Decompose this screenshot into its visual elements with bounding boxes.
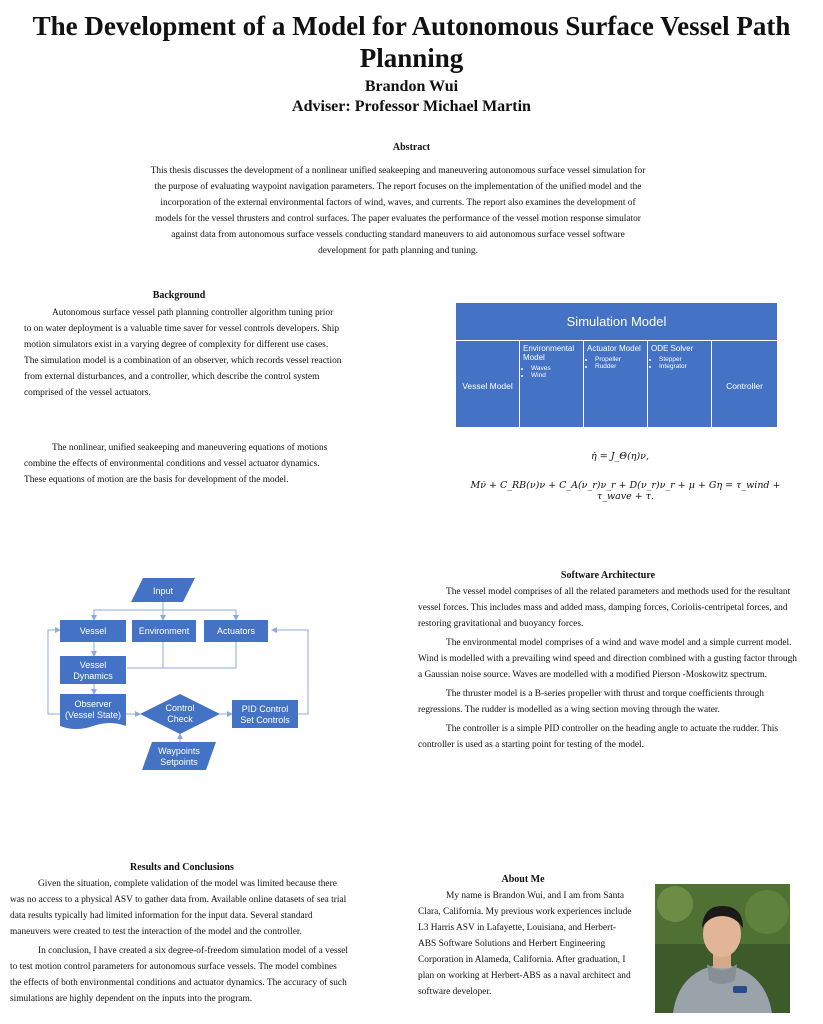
control-check-diamond	[140, 694, 220, 734]
actuator-model-cell: Actuator Model Propeller Rudder	[584, 341, 648, 427]
environment-box	[132, 620, 196, 642]
background-heading: Background	[152, 290, 206, 301]
actuators-label: Actuators	[217, 626, 256, 636]
adviser-name: Adviser: Professor Michael Martin	[292, 98, 531, 115]
vessel-model-cell: Vessel Model	[456, 341, 520, 427]
software-paragraph-2: The environmental model comprises of a w…	[418, 638, 797, 680]
results-heading: Results and Conclusions	[130, 862, 234, 873]
background-paragraph-2: The nonlinear, unified seakeeping and ma…	[24, 443, 328, 485]
simulation-model-header: Simulation Model	[456, 303, 777, 341]
environmental-item: Wind	[531, 372, 580, 379]
vessel-dynamics-label-2: Dynamics	[73, 671, 113, 681]
actuator-model-title: Actuator Model	[587, 344, 641, 353]
ode-item: Integrator	[659, 363, 708, 370]
waypoints-label-2: Setpoints	[160, 757, 198, 767]
software-architecture-heading: Software Architecture	[560, 570, 656, 581]
vessel-box	[60, 620, 126, 642]
controller-cell: Controller	[726, 380, 763, 391]
software-paragraph-1: The vessel model comprises of all the re…	[418, 587, 791, 629]
pid-label-1: PID Control	[242, 704, 289, 714]
software-paragraph-3: The thruster model is a B-series propell…	[418, 689, 764, 715]
pid-label-2: Set Controls	[240, 715, 290, 725]
environmental-item: Waves	[531, 365, 580, 372]
actuators-box	[204, 620, 268, 642]
ode-item: Stepper	[659, 356, 708, 363]
poster-title: The Development of a Model for Autonomou…	[32, 11, 791, 73]
author-photo	[655, 884, 790, 1013]
environmental-model-title: Environmental Model	[523, 344, 575, 362]
ode-solver-cell: ODE Solver Stepper Integrator	[648, 341, 712, 427]
results-paragraph-2: In conclusion, I have created a six degr…	[10, 946, 349, 1004]
environment-label: Environment	[139, 626, 190, 636]
input-shape	[131, 578, 195, 602]
pid-control-box	[232, 700, 298, 728]
actuator-item: Propeller	[595, 356, 644, 363]
vessel-label: Vessel	[80, 626, 107, 636]
actuator-item: Rudder	[595, 363, 644, 370]
observer-label-1: Observer	[74, 699, 111, 709]
results-paragraph-1: Given the situation, complete validation…	[10, 879, 347, 937]
simulation-model-diagram: Simulation Model Vessel Model Environmen…	[456, 303, 777, 427]
observer-label-2: (Vessel State)	[65, 710, 121, 720]
control-flowchart: Input Vessel Environment Actuators Vesse…	[47, 578, 309, 770]
abstract-text: This thesis discusses the development of…	[150, 166, 646, 256]
about-text: My name is Brandon Wui, and I am from Sa…	[418, 891, 632, 997]
waypoints-label-1: Waypoints	[158, 746, 200, 756]
author-name: Brandon Wui	[364, 78, 459, 95]
ode-solver-title: ODE Solver	[651, 344, 694, 353]
kinematic-equation: η̇ = J_Θ(η)ν,	[591, 451, 649, 462]
kinetic-equation: Mν̇ + C_RB(ν)ν + C_A(ν_r)ν_r + D(ν_r)ν_r…	[470, 480, 781, 502]
vessel-dynamics-box	[60, 656, 126, 684]
environmental-model-cell: Environmental Model Waves Wind	[520, 341, 584, 427]
abstract-heading: Abstract	[392, 142, 431, 153]
control-check-label-1: Control	[165, 703, 194, 713]
background-paragraph-1: Autonomous surface vessel path planning …	[24, 308, 342, 398]
software-paragraph-4: The controller is a simple PID controlle…	[418, 724, 779, 750]
observer-shape	[60, 694, 126, 729]
input-label: Input	[153, 586, 174, 596]
vessel-dynamics-label-1: Vessel	[80, 660, 107, 670]
about-heading: About Me	[501, 874, 545, 885]
waypoints-shape	[142, 742, 216, 770]
control-check-label-2: Check	[167, 714, 193, 724]
